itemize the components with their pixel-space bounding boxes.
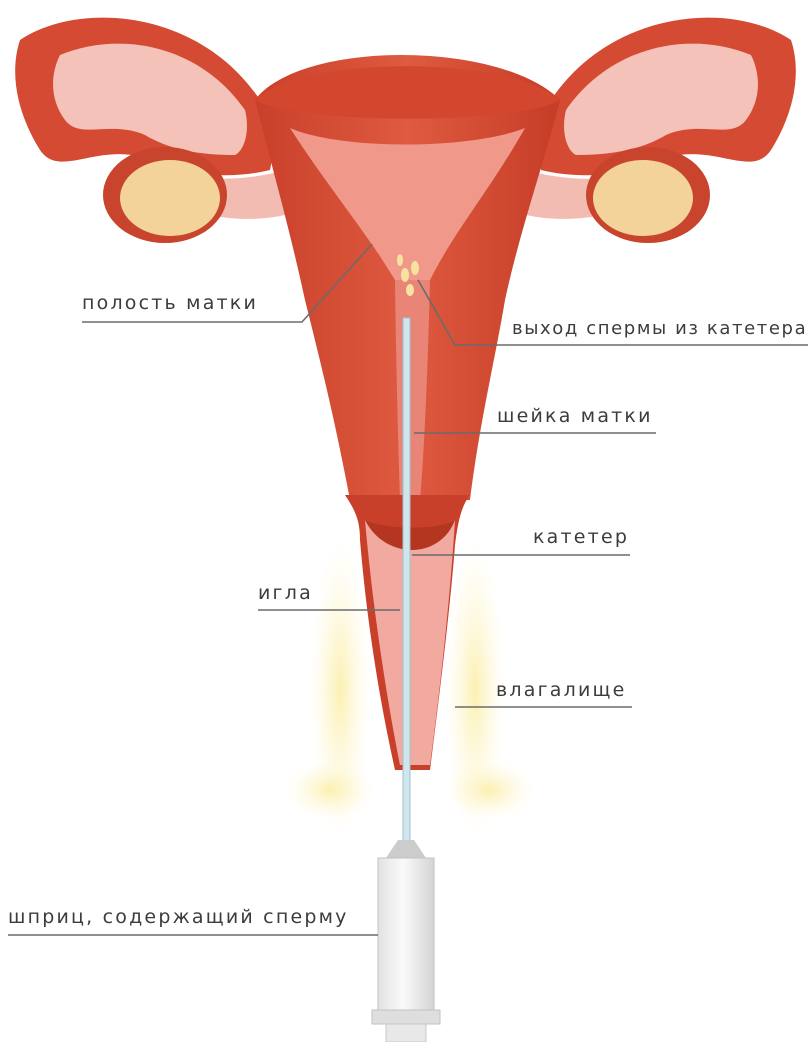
catheter-tube	[403, 318, 410, 848]
label-needle: игла	[258, 582, 313, 604]
left-ovary	[103, 147, 227, 243]
label-vagina: влагалище	[496, 679, 627, 701]
label-syringe: шприц, содержащий сперму	[8, 906, 349, 928]
label-sperm-outlet: выход спермы из катетера	[512, 318, 807, 340]
right-ovary	[586, 147, 710, 243]
syringe	[372, 840, 440, 1042]
label-cervix: шейка матки	[497, 405, 653, 427]
label-catheter: катетер	[533, 526, 629, 548]
label-uterine-cavity: полость матки	[82, 292, 258, 314]
